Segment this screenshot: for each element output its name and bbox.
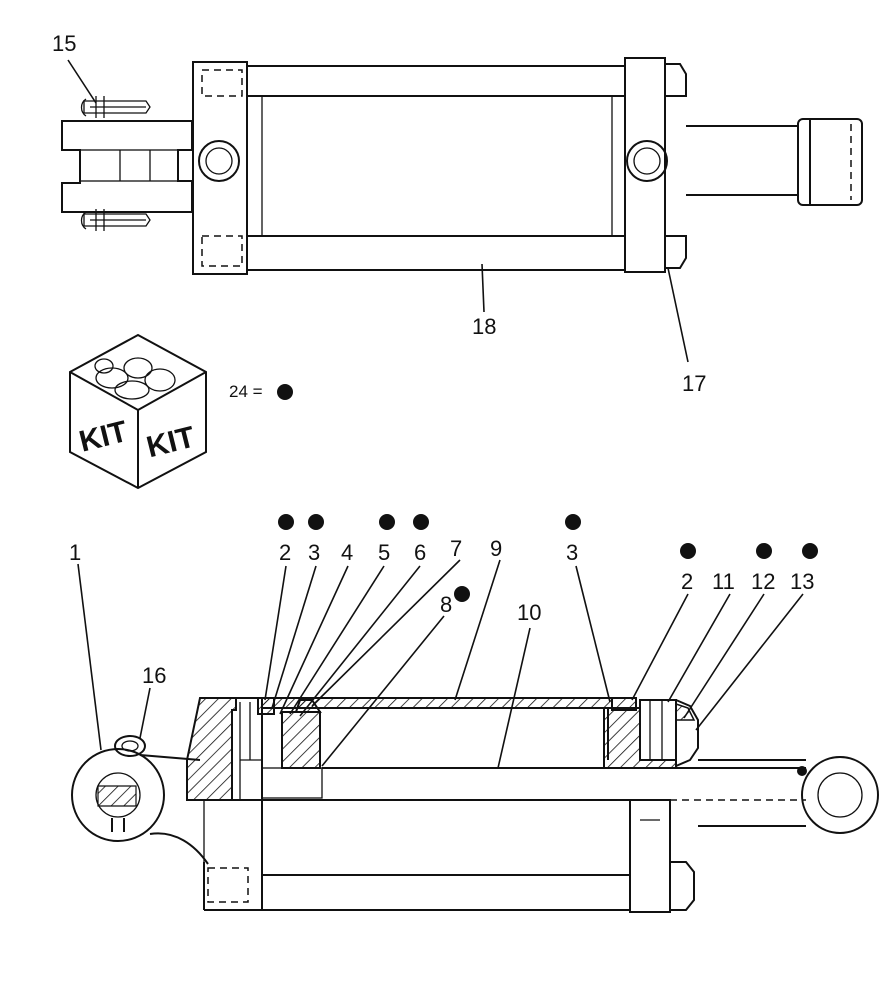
callout-4: 4	[341, 540, 353, 565]
base-cap-section	[186, 697, 237, 801]
callout-13: 13	[790, 569, 814, 594]
callout-7: 7	[450, 536, 462, 561]
bullet-2b	[680, 543, 696, 559]
cylinder-tube	[247, 65, 625, 271]
kit-label-right: KIT	[143, 421, 198, 465]
base-eye	[71, 748, 209, 865]
callout-3b: 3	[566, 540, 578, 565]
callout-2a: 2	[279, 540, 291, 565]
clevis	[61, 120, 193, 213]
bullet-13	[802, 543, 818, 559]
callout-18: 18	[472, 314, 496, 339]
bullet-3a	[308, 514, 324, 530]
callout-8: 8	[440, 592, 452, 617]
kit-legend-label: 24 =	[229, 382, 263, 401]
rod-eye	[698, 756, 879, 834]
bottom-cylinder-section	[71, 697, 879, 913]
callout-labels: 15 18 17 1 16 2 3 4 5 6 7 8 9 10 3 2 11 …	[52, 31, 814, 688]
callout-12: 12	[751, 569, 775, 594]
callout-5: 5	[378, 540, 390, 565]
callout-6: 6	[414, 540, 426, 565]
left-end-cap	[192, 61, 248, 275]
bullet-6	[413, 514, 429, 530]
callout-16: 16	[142, 663, 166, 688]
bullet-3b	[565, 514, 581, 530]
callout-3a: 3	[308, 540, 320, 565]
grease-fitting	[114, 735, 146, 757]
kit-bullets	[278, 514, 818, 602]
callout-1: 1	[69, 540, 81, 565]
callout-11: 11	[712, 569, 735, 594]
rod-gland-upper	[611, 697, 637, 711]
piston-section	[281, 711, 321, 769]
bullet-12	[756, 543, 772, 559]
right-end-cap	[624, 57, 687, 273]
callout-2b: 2	[681, 569, 693, 594]
top-cylinder-view	[61, 57, 863, 275]
seal-kit-icon: KIT KIT	[69, 333, 207, 490]
callout-15: 15	[52, 31, 76, 56]
kit-legend-bullet	[277, 384, 293, 400]
bullet-2a	[278, 514, 294, 530]
piston-rod	[686, 118, 863, 206]
cotter-pin-bottom	[80, 209, 151, 231]
cotter-pin-top	[80, 96, 151, 118]
callout-10: 10	[517, 600, 541, 625]
bullet-8	[454, 586, 470, 602]
callout-9: 9	[490, 536, 502, 561]
kit-label-left: KIT	[76, 415, 131, 459]
callout-17: 17	[682, 371, 706, 396]
bullet-5	[379, 514, 395, 530]
leader-lines	[67, 59, 804, 769]
